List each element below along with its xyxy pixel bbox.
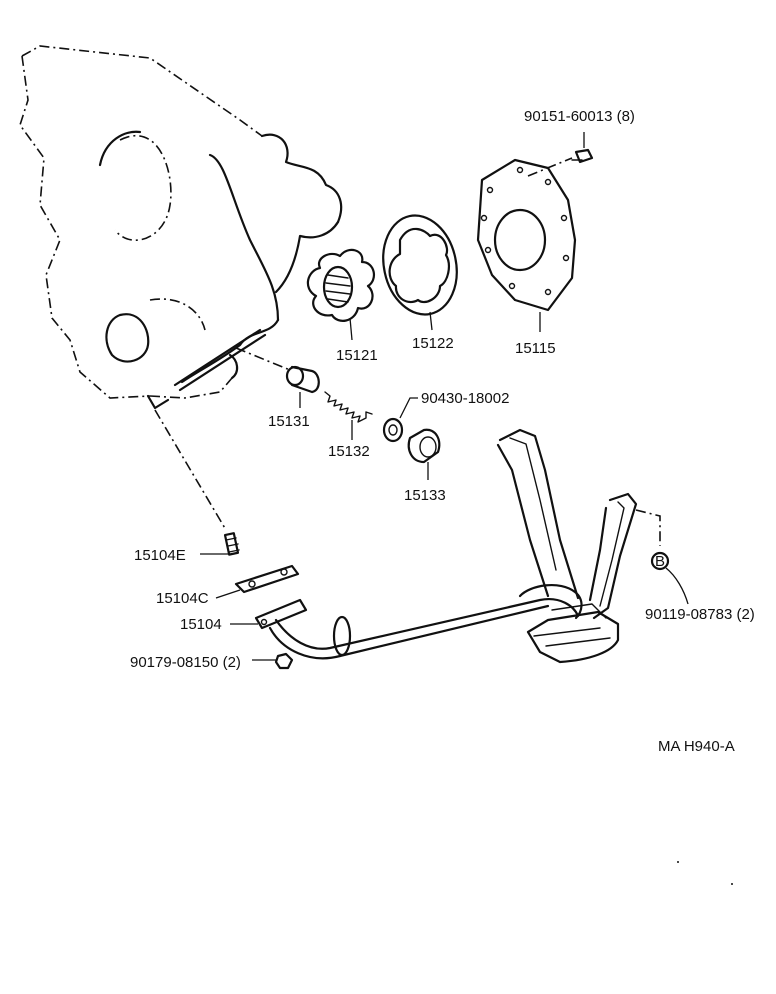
bracket-bolt-axis-line	[635, 509, 661, 546]
label-15122: 15122	[412, 335, 454, 352]
label-90151-60013: 90151-60013 (8)	[524, 108, 635, 125]
pump-cover-15115	[476, 158, 577, 312]
bolt-b-marker-letter: B	[655, 553, 665, 570]
leader-15104c	[215, 589, 241, 599]
leader-15121	[349, 317, 353, 341]
nut-90179	[274, 652, 294, 670]
label-15131: 15131	[268, 413, 310, 430]
label-15132: 15132	[328, 443, 370, 460]
label-15115: 15115	[515, 340, 556, 357]
relief-valve-axis-line	[235, 347, 291, 371]
label-15121: 15121	[336, 347, 378, 364]
stud-15104e	[223, 532, 240, 556]
label-90430-18002: 90430-18002	[421, 390, 509, 407]
label-15104e: 15104E	[134, 547, 186, 564]
engine-block-drawing	[19, 45, 343, 410]
label-90119-08783: 90119-08783 (2)	[645, 606, 755, 623]
label-15133: 15133	[404, 487, 446, 504]
drive-rotor-15121	[306, 248, 376, 322]
cover-bolt-axis-line	[527, 157, 573, 177]
leader-15122	[429, 311, 433, 331]
bolt-b-marker: B	[650, 551, 670, 571]
gasket-90430	[382, 417, 404, 443]
label-15104c: 15104C	[156, 590, 209, 607]
driven-rotor-15122	[382, 214, 458, 316]
relief-plug-15133	[407, 428, 441, 464]
relief-spring-15132	[324, 391, 373, 423]
relief-valve-15131	[285, 365, 320, 394]
strainer-gasket-15104c	[234, 564, 300, 594]
oil-strainer-15104	[254, 428, 638, 664]
speck	[731, 883, 733, 885]
label-15104: 15104	[180, 616, 222, 633]
stud-axis-line	[154, 409, 227, 531]
diagram-code: MA H940-A	[658, 738, 735, 755]
speck	[677, 861, 679, 863]
cover-bolt-90151	[571, 148, 594, 164]
label-90179-08150: 90179-08150 (2)	[130, 654, 241, 671]
leader-90430	[399, 397, 418, 419]
leader-90119	[665, 567, 689, 605]
